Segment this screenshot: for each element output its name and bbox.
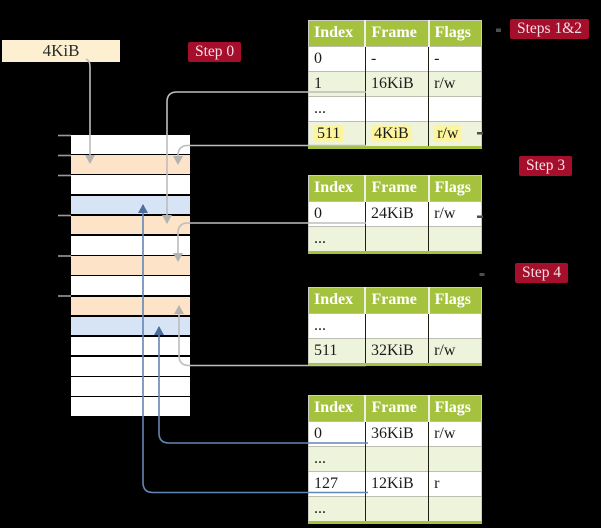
- page-table-cell: 0: [308, 46, 366, 72]
- frame-boundary-ticks: [58, 134, 71, 297]
- highlighted-value: r/w: [434, 124, 462, 142]
- page-table-entry-row: ...: [308, 96, 482, 122]
- page-table-cell: [428, 313, 482, 339]
- memory-frame-page-table: [71, 256, 190, 275]
- page-table-cell: r/w: [428, 201, 482, 227]
- table-header-row: Index Frame Flags: [308, 20, 482, 47]
- page-table-cell: [428, 446, 482, 472]
- memory-frame-free: [71, 135, 190, 154]
- column-header-flags: Flags: [427, 395, 482, 422]
- page-table-cell: 511: [308, 338, 366, 365]
- column-header-frame: Frame: [364, 175, 429, 202]
- memory-frame-free: [71, 377, 190, 396]
- memory-frame-page-table: [71, 215, 190, 235]
- page-table-entry-row: ...: [308, 496, 482, 523]
- step-0-label: Step 0: [188, 42, 242, 62]
- highlighted-value: 4KiB: [370, 124, 412, 142]
- page-table-cell: [428, 496, 482, 523]
- page-table-cell: r: [428, 471, 482, 497]
- page-table-cell: r/w: [428, 421, 482, 447]
- page-table-cell: [428, 96, 482, 122]
- step-3-label: Step 3: [519, 156, 573, 176]
- page-table-cell: 0: [308, 421, 366, 447]
- page-table-cell: 32KiB: [364, 338, 429, 365]
- page-table-cell: 4KiB: [364, 121, 429, 148]
- column-header-flags: Flags: [427, 175, 482, 202]
- highlighted-value: 511: [314, 124, 344, 142]
- memory-frame-free: [71, 175, 190, 194]
- column-header-index: Index: [308, 175, 366, 202]
- memory-frame-mapped-page: [71, 195, 190, 215]
- page-table-entry-row: ...: [308, 313, 482, 339]
- page-table-cell: r/w: [428, 338, 482, 365]
- memory-frame-free: [71, 276, 190, 295]
- column-header-index: Index: [308, 287, 366, 314]
- column-header-index: Index: [308, 395, 366, 422]
- column-header-frame: Frame: [364, 20, 429, 47]
- memory-frame-page-table: [71, 296, 190, 316]
- column-header-index: Index: [308, 20, 366, 47]
- page-table-cell: -: [364, 46, 429, 72]
- page-table-cell: 1: [308, 71, 366, 97]
- page-table-cell: [428, 226, 482, 253]
- physical-memory-strip: [71, 135, 190, 417]
- page-table-cell: [364, 226, 429, 253]
- page-table-cell: 0: [308, 201, 366, 227]
- step-4-label: Step 4: [515, 263, 569, 283]
- page-table-cell: [364, 96, 429, 122]
- steps-1-2-label: Steps 1&2: [510, 19, 590, 39]
- page-table-entry-row: ...: [308, 226, 482, 253]
- page-table-cell: ...: [308, 226, 366, 253]
- page-table-cell: ...: [308, 313, 366, 339]
- page-table-cell: [364, 446, 429, 472]
- page-table-entry-row: 0--: [308, 46, 482, 72]
- page-table-cell: 127: [308, 471, 366, 497]
- page-table-cell: 36KiB: [364, 421, 429, 447]
- page-table-cell: [364, 313, 429, 339]
- column-header-frame: Frame: [364, 287, 429, 314]
- page-table-cell: [364, 496, 429, 523]
- frame-size-box: 4KiB: [2, 40, 120, 62]
- page-table-cell: ...: [308, 446, 366, 472]
- page-table-cell: 511: [308, 121, 366, 148]
- page-table-cell: ...: [308, 96, 366, 122]
- page-table-cell: -: [428, 46, 482, 72]
- memory-frame-free: [71, 397, 190, 417]
- column-header-frame: Frame: [364, 395, 429, 422]
- page-table-cell: ...: [308, 496, 366, 523]
- page-table-entry-row: ...: [308, 446, 482, 472]
- page-table-cell: r/w: [428, 71, 482, 97]
- table-header-row: Index Frame Flags: [308, 287, 482, 314]
- memory-frame-page-table: [71, 155, 190, 174]
- memory-frame-mapped-page: [71, 316, 190, 336]
- page-table-cell: 12KiB: [364, 471, 429, 497]
- page-table-cell: 24KiB: [364, 201, 429, 227]
- memory-frame-free: [71, 336, 190, 356]
- page-table-entry-row: 511 4KiB r/w: [308, 121, 482, 148]
- table-header-row: Index Frame Flags: [308, 395, 482, 422]
- memory-frame-free: [71, 357, 190, 376]
- page-table-cell: r/w: [428, 121, 482, 148]
- column-header-flags: Flags: [427, 20, 482, 47]
- column-header-flags: Flags: [427, 287, 482, 314]
- page-table-cell: 16KiB: [364, 71, 429, 97]
- memory-frame-free: [71, 235, 190, 255]
- table-header-row: Index Frame Flags: [308, 175, 482, 202]
